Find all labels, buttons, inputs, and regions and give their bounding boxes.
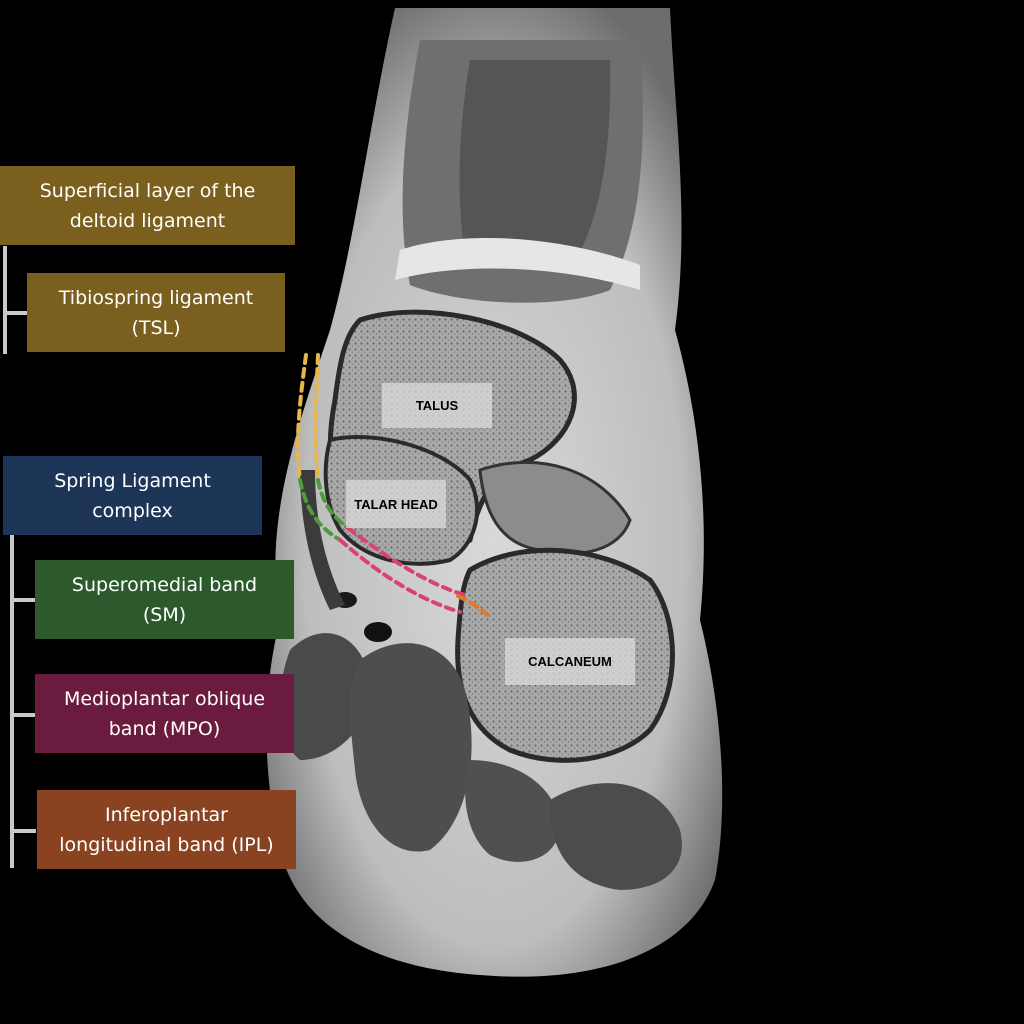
sm-line-1 <box>298 478 342 542</box>
inferoplantar-label-line1: Inferoplantar <box>105 803 228 826</box>
bracket-deltoid-vertical <box>3 246 7 354</box>
mpo-line-1 <box>338 538 462 614</box>
ipl-line <box>456 594 490 617</box>
inferoplantar-label-line2: longitudinal band (IPL) <box>59 833 274 856</box>
plantar-muscle-2 <box>350 643 472 852</box>
spring-ligament-label: Spring Ligament complex <box>3 456 262 535</box>
bracket-sm-tick <box>10 598 36 602</box>
tsl-line-2 <box>313 353 320 482</box>
medioplantar-label-line2: band (MPO) <box>108 717 221 740</box>
superomedial-label-line1: Superomedial band <box>71 573 258 596</box>
plantar-muscle-1 <box>279 633 371 760</box>
medioplantar-label-line1: Medioplantar oblique <box>63 687 266 710</box>
inferoplantar-label: Inferoplantar longitudinal band (IPL) <box>37 790 296 869</box>
talus-tag: TALUS <box>382 383 492 428</box>
tsl-line-1 <box>295 353 308 482</box>
plantar-muscle-3 <box>465 760 560 862</box>
bracket-mpo-tick <box>10 713 36 717</box>
leg-muscle-inner <box>459 60 611 267</box>
tibiospring-label-line2: (TSL) <box>131 316 181 339</box>
bracket-deltoid-tick <box>3 311 29 315</box>
bracket-spring-vertical <box>10 535 14 868</box>
superomedial-label: Superomedial band (SM) <box>35 560 294 639</box>
medioplantar-label: Medioplantar oblique band (MPO) <box>35 674 294 753</box>
ligament-overlays <box>295 353 490 617</box>
tibiospring-label: Tibiospring ligament (TSL) <box>27 273 285 352</box>
tibiospring-label-line1: Tibiospring ligament <box>58 286 254 309</box>
superficial-deltoid-label: Superficial layer of the deltoid ligamen… <box>0 166 295 245</box>
calcaneum-tag: CALCANEUM <box>505 638 635 685</box>
talar-head-tag: TALAR HEAD <box>346 480 446 528</box>
superficial-deltoid-label-line2: deltoid ligament <box>69 209 226 232</box>
plantar-muscle-4 <box>549 783 682 890</box>
bracket-ipl-tick <box>10 829 36 833</box>
mpo-line-2 <box>346 526 467 597</box>
spring-ligament-label-line1: Spring Ligament <box>54 469 211 492</box>
superficial-deltoid-label-line1: Superficial layer of the <box>39 179 256 202</box>
spring-ligament-label-line2: complex <box>92 499 173 522</box>
superomedial-label-line2: (SM) <box>142 603 187 626</box>
sm-line-2 <box>316 478 350 530</box>
